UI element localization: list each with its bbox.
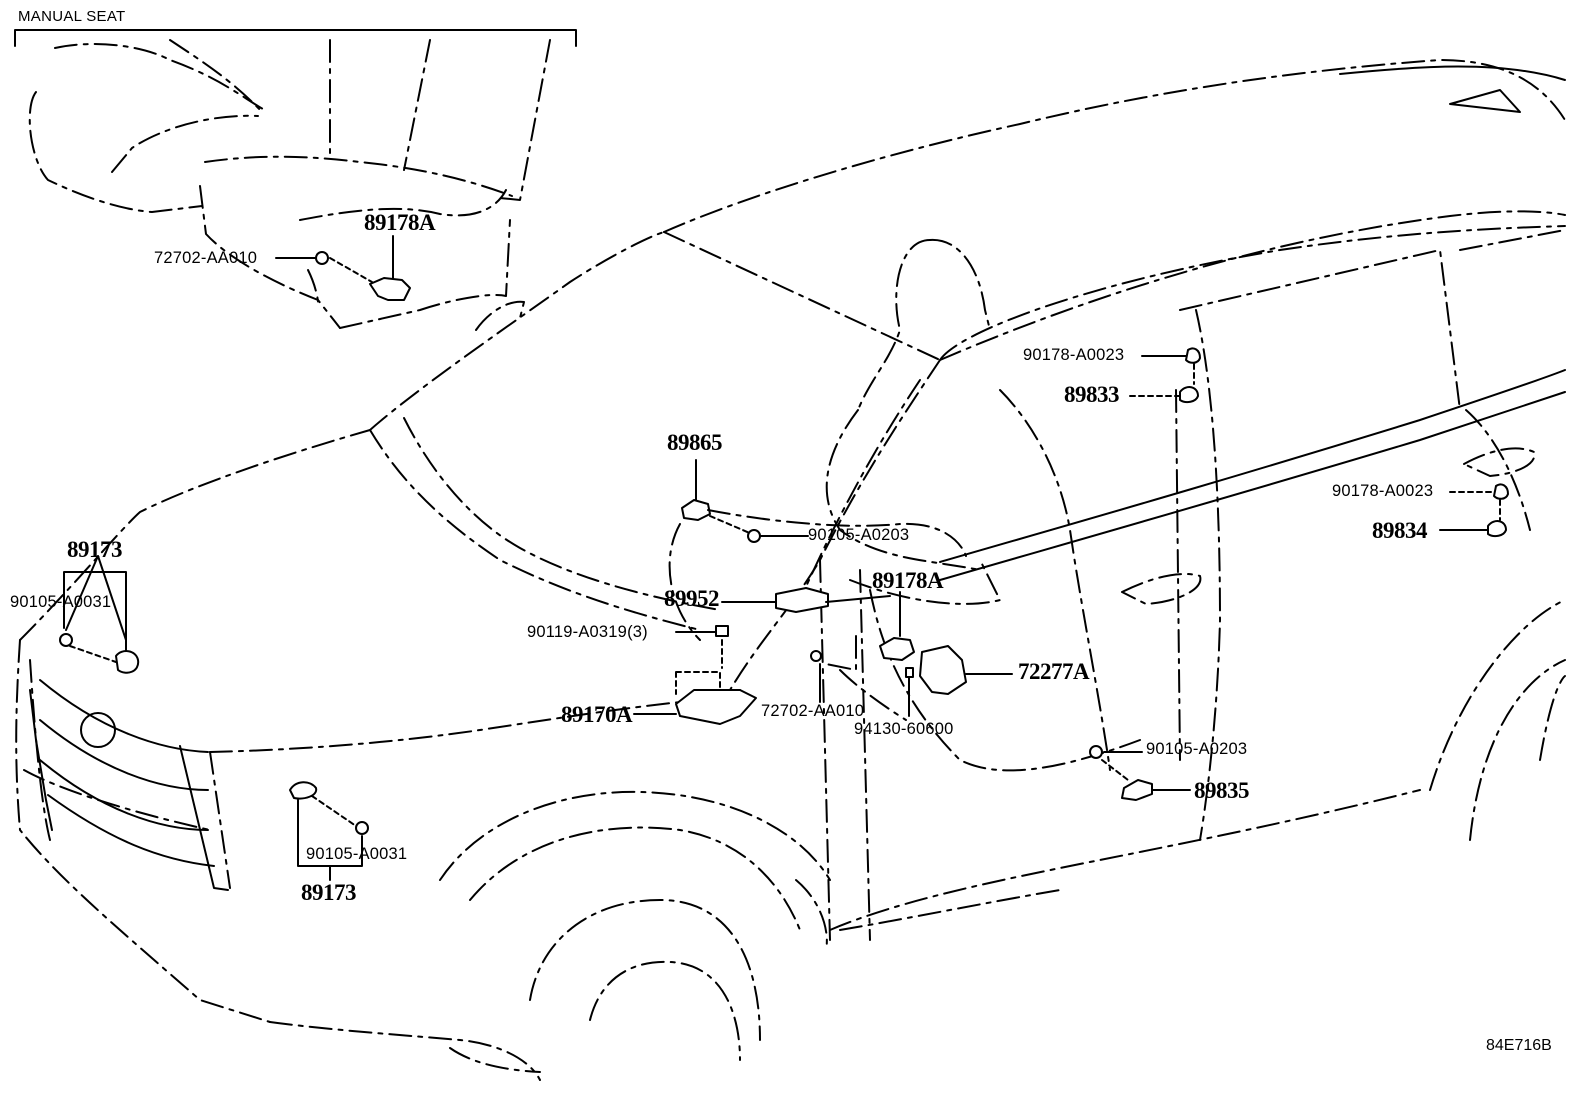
- part-label-89833[interactable]: 89833: [1064, 382, 1120, 407]
- part-label-89173-top[interactable]: 89173: [67, 537, 123, 562]
- part-label-89178A-inset[interactable]: 89178A: [364, 210, 436, 235]
- part-label-72702-AA010-inset[interactable]: 72702-AA010: [154, 249, 258, 267]
- diagram-code: 84E716B: [1486, 1037, 1552, 1054]
- vehicle-outline: [15, 59, 1566, 1081]
- inset-title: MANUAL SEAT: [18, 8, 126, 25]
- manual-seat-inset: [14, 29, 577, 329]
- part-label-90105-A0203-lower[interactable]: 90105-A0203: [1146, 740, 1248, 758]
- part-label-89170A[interactable]: 89170A: [561, 702, 633, 727]
- part-label-90105-A0031-top[interactable]: 90105-A0031: [10, 593, 112, 611]
- part-label-90178-A0023-lower[interactable]: 90178-A0023: [1332, 482, 1434, 500]
- part-label-72277A[interactable]: 72277A: [1018, 659, 1090, 684]
- part-symbols: [59, 347, 1509, 881]
- part-label-89835[interactable]: 89835: [1194, 778, 1250, 803]
- part-label-89865[interactable]: 89865: [667, 430, 723, 455]
- part-label-72702-AA010-main[interactable]: 72702-AA010: [761, 702, 865, 720]
- part-label-90178-A0023-upper[interactable]: 90178-A0023: [1023, 346, 1125, 364]
- part-label-89178A-main[interactable]: 89178A: [872, 568, 944, 593]
- part-label-90119-A0319[interactable]: 90119-A0319(3): [527, 623, 648, 641]
- part-label-90105-A0203-upper[interactable]: 90105-A0203: [808, 526, 910, 544]
- part-label-89952[interactable]: 89952: [664, 586, 720, 611]
- part-label-89834[interactable]: 89834: [1372, 518, 1428, 543]
- part-label-89173-bottom[interactable]: 89173: [301, 880, 357, 905]
- part-label-94130-60600[interactable]: 94130-60600: [854, 720, 954, 738]
- part-label-90105-A0031-bottom[interactable]: 90105-A0031: [306, 845, 408, 863]
